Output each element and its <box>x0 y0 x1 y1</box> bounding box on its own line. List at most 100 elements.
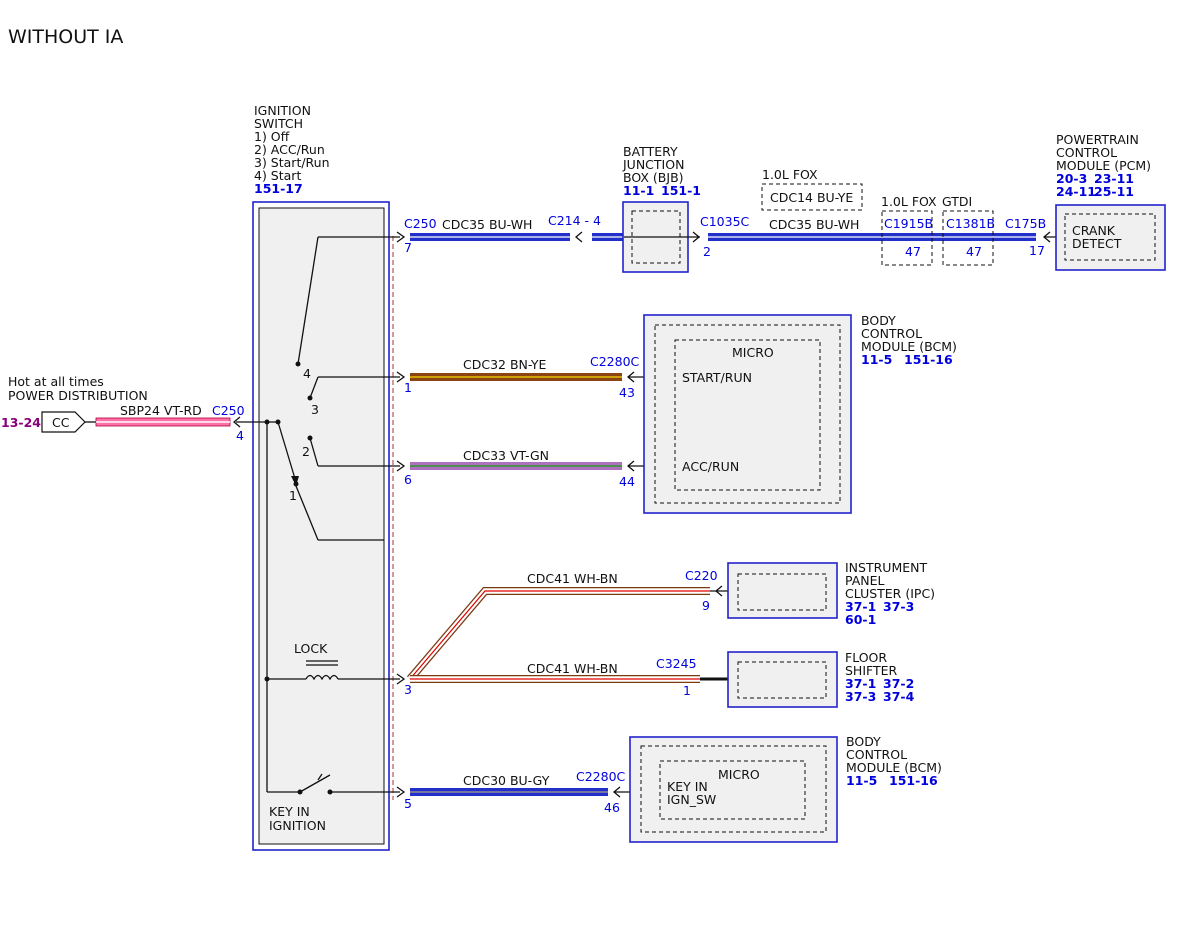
switch-position-4: 4 <box>303 366 311 381</box>
switch-internals <box>236 236 400 795</box>
pin-1-shifter: 1 <box>683 683 691 698</box>
ignition-switch-label-4: 2) ACC/Run <box>254 142 325 157</box>
ignition-switch-outer <box>252 201 390 851</box>
crank-detect-2: DETECT <box>1072 236 1122 251</box>
c1035c-label: C1035C <box>700 214 750 229</box>
switch-position-3: 3 <box>311 402 319 417</box>
pcm-ref-1: 20-3 <box>1056 171 1087 186</box>
wire-cdc32-label: CDC32 BN-YE <box>463 357 547 372</box>
pcm-label-1: POWERTRAIN <box>1056 132 1139 147</box>
crank-detect-1: CRANK <box>1072 223 1116 238</box>
bcm-lower-ref-2: 151-16 <box>889 773 938 788</box>
wire-sbp24 <box>95 417 231 427</box>
pin-3: 3 <box>404 682 412 697</box>
c175b-pin: 17 <box>1029 243 1045 258</box>
wire-cdc30-label: CDC30 BU-GY <box>463 773 550 788</box>
ipc-label-1: INSTRUMENT <box>845 560 927 575</box>
cdc14-label: CDC14 BU-YE <box>770 190 853 205</box>
c1915b-pin: 47 <box>905 244 921 259</box>
ipc-label-3: CLUSTER (IPC) <box>845 586 935 601</box>
c2280c-top: C2280C <box>590 354 640 369</box>
ignition-switch-label-6: 4) Start <box>254 168 301 183</box>
variant-fox-1: 1.0L FOX <box>762 167 818 182</box>
wire-cdc41-ipc <box>406 587 710 682</box>
ignition-switch-label-2: SWITCH <box>254 116 303 131</box>
c1381b-label: C1381B <box>946 216 995 231</box>
bcm-lower-label-3: MODULE (BCM) <box>846 760 942 775</box>
micro-upper: MICRO <box>732 345 774 360</box>
wire-cdc35-a <box>410 233 570 241</box>
shifter-ref-4: 37-4 <box>883 689 915 704</box>
bcm-label-2: CONTROL <box>861 326 922 341</box>
bcm-ref-2: 151-16 <box>904 352 953 367</box>
bcm-ref-1: 11-5 <box>861 352 892 367</box>
acc-run-pin-label: ACC/RUN <box>682 459 739 474</box>
c3245-label: C3245 <box>656 656 697 671</box>
page-title: WITHOUT IA <box>8 26 123 48</box>
c175b-label: C175B <box>1005 216 1046 231</box>
shifter-ref-3: 37-3 <box>845 689 876 704</box>
ignition-switch-inner <box>258 207 385 845</box>
pin-1: 1 <box>404 380 412 395</box>
bcm-label-3: MODULE (BCM) <box>861 339 957 354</box>
wire-cdc41-ipc-label: CDC41 WH-BN <box>527 571 618 586</box>
bjb-ref-1: 11-1 <box>623 183 654 198</box>
bjb-label-2: JUNCTION <box>622 157 684 172</box>
lock-label: LOCK <box>294 641 328 656</box>
pin-5: 5 <box>404 796 412 811</box>
switch-position-1: 1 <box>289 488 297 503</box>
power-label-1: Hot at all times <box>8 374 104 389</box>
wire-sbp24-label: SBP24 VT-RD <box>120 403 202 418</box>
key-in-label-2: IGNITION <box>269 818 326 833</box>
bjb-label-3: BOX (BJB) <box>623 170 684 185</box>
pin-43: 43 <box>619 385 635 400</box>
bcm-lower-label-1: BODY <box>846 734 881 749</box>
pin-7: 7 <box>404 240 412 255</box>
variant-fox-2: 1.0L FOX <box>881 194 937 209</box>
key-in-pin-label-2: IGN_SW <box>667 792 716 807</box>
wire-cdc41-shifter-label: CDC41 WH-BN <box>527 661 618 676</box>
bjb-label-1: BATTERY <box>623 144 678 159</box>
bcm-box-upper <box>643 314 852 514</box>
bjb-ref-2: 151-1 <box>661 183 701 198</box>
ignition-switch-label-3: 1) Off <box>254 129 290 144</box>
power-label-2: POWER DISTRIBUTION <box>8 388 148 403</box>
wire-cdc33 <box>410 462 622 470</box>
ignition-switch-label-5: 3) Start/Run <box>254 155 330 170</box>
key-in-pin-label-1: KEY IN <box>667 779 708 794</box>
pcm-ref-2: 23-11 <box>1094 171 1134 186</box>
pin-9: 9 <box>702 598 710 613</box>
pcm-ref-3: 24-11 <box>1056 184 1096 199</box>
ignition-switch-label-1: IGNITION <box>254 103 311 118</box>
c1381b-pin: 47 <box>966 244 982 259</box>
shifter-ref-2: 37-2 <box>883 676 914 691</box>
key-in-label-1: KEY IN <box>269 804 310 819</box>
wire-cdc30 <box>410 788 608 796</box>
cc-label: CC <box>52 415 70 430</box>
pin-44: 44 <box>619 474 635 489</box>
ipc-ref-2: 37-3 <box>883 599 914 614</box>
cc-connector <box>41 411 86 433</box>
ipc-box <box>727 562 838 619</box>
pin-6: 6 <box>404 472 412 487</box>
wire-cdc32 <box>410 373 622 381</box>
variant-gtdi: GTDI <box>942 194 972 209</box>
ipc-ref-1: 37-1 <box>845 599 876 614</box>
power-ref: 13-24 <box>1 415 41 430</box>
ignition-switch-ref: 151-17 <box>254 181 303 196</box>
shifter-label-1: FLOOR <box>845 650 887 665</box>
pcm-ref-4: 25-11 <box>1094 184 1134 199</box>
c220-label: C220 <box>685 568 718 583</box>
c250-top: C250 <box>404 216 437 231</box>
pcm-box <box>1055 204 1166 271</box>
ipc-ref-3: 60-1 <box>845 612 876 627</box>
bcm-lower-ref-1: 11-5 <box>846 773 877 788</box>
ipc-label-2: PANEL <box>845 573 885 588</box>
c2280c-bottom: C2280C <box>576 769 626 784</box>
bcm-lower-label-2: CONTROL <box>846 747 907 762</box>
wire-cdc35-b-label: CDC35 BU-WH <box>769 217 859 232</box>
shifter-box <box>727 651 838 708</box>
pcm-label-2: CONTROL <box>1056 145 1117 160</box>
pin-2: 2 <box>703 244 711 259</box>
